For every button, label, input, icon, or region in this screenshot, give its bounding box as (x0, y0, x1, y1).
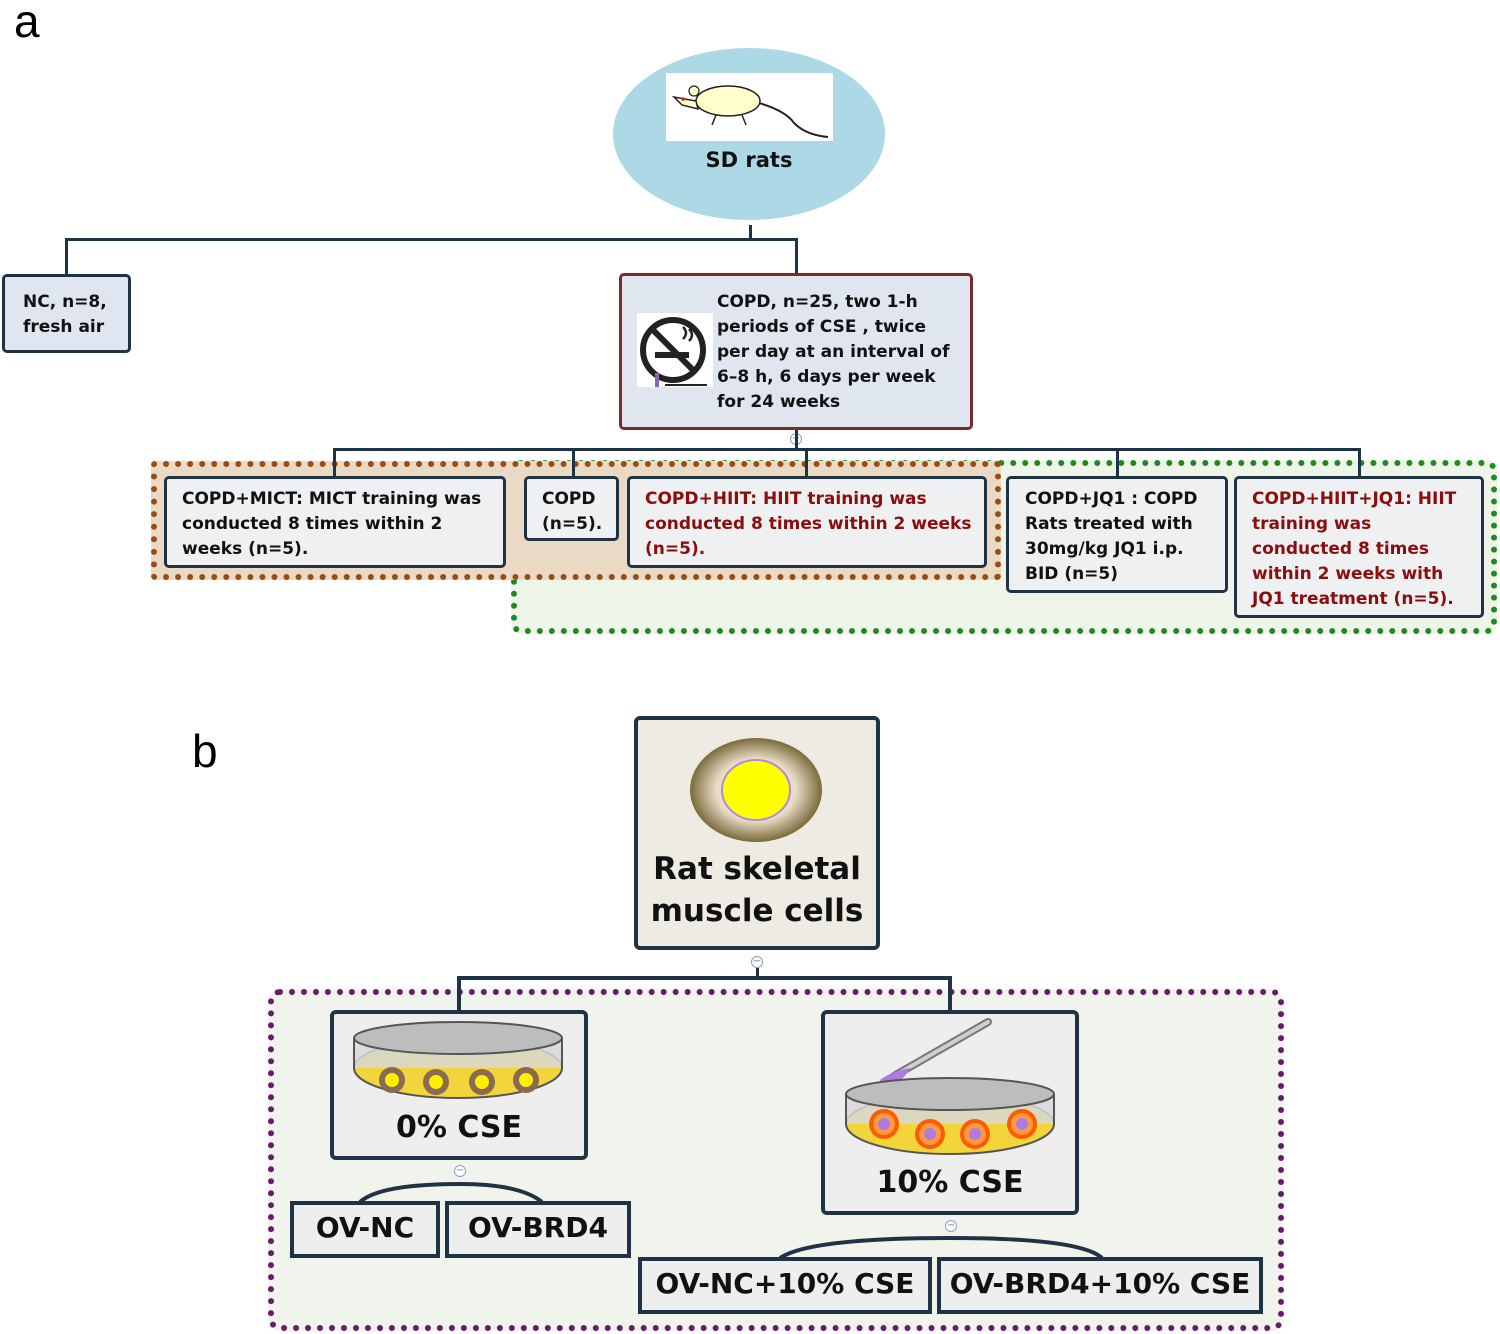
copd-hiit-jq1-box: COPD+HIIT+JQ1: HIIT training was conduct… (1234, 476, 1484, 618)
panel-b-label: b (192, 725, 218, 777)
hiit-jq1-line: JQ1 treatment (n=5). (1252, 589, 1454, 609)
nc-group-box: NC, n=8, fresh air (2, 274, 131, 353)
copd-control-box: COPD (n=5). (524, 476, 619, 541)
cell-dots (379, 1067, 539, 1095)
ov-brd4-cse-box: OV-BRD4+10% CSE (937, 1257, 1263, 1314)
mict-line: COPD+MICT: MICT training was (182, 489, 482, 509)
connector (1358, 448, 1361, 478)
no-smoking-icon (637, 313, 713, 387)
copd-line: per day at an interval of (717, 342, 950, 362)
jq1-line: Rats treated with (1025, 514, 1193, 534)
mict-line: weeks (n=5). (182, 539, 309, 559)
connector (749, 225, 752, 241)
hiit-jq1-line: within 2 weeks with (1252, 564, 1444, 584)
hiit-line: (n=5). (645, 539, 706, 559)
stressed-cell-dots (869, 1109, 1037, 1149)
skeletal-muscle-cells-label: Rat skeletal muscle cells (634, 848, 880, 932)
hiit-jq1-line: conducted 8 times (1252, 539, 1430, 559)
collapse-toggle[interactable]: − (454, 1165, 466, 1177)
connector (795, 430, 798, 450)
mict-line: conducted 8 times within 2 (182, 514, 443, 534)
copd-line: 6–8 h, 6 days per week (717, 367, 936, 387)
copd-line: periods of CSE , twice (717, 317, 926, 337)
ov-brd4-box: OV-BRD4 (445, 1201, 631, 1258)
root-line: Rat skeletal (653, 851, 861, 887)
panel-a-label: a (14, 0, 40, 47)
connector (65, 238, 798, 241)
hiit-line: COPD+HIIT: HIIT training was (645, 489, 927, 509)
sd-rats-label: SD rats (705, 148, 793, 172)
nc-line-2: fresh air (23, 317, 105, 337)
connector (572, 448, 575, 478)
jq1-line: BID (n=5) (1025, 564, 1119, 584)
collapse-toggle[interactable]: − (751, 956, 763, 968)
root-line: muscle cells (650, 893, 864, 929)
connector (805, 448, 808, 478)
connector (65, 238, 68, 275)
ov-nc-cse-box: OV-NC+10% CSE (638, 1257, 932, 1314)
rat-image (666, 73, 833, 141)
nc-line-1: NC, n=8, (23, 292, 107, 312)
jq1-line: COPD+JQ1 : COPD (1025, 489, 1198, 509)
collapse-toggle[interactable]: − (945, 1220, 957, 1232)
copd-control-line: COPD (542, 489, 596, 509)
copd-model-box: COPD, n=25, two 1-h periods of CSE , twi… (619, 273, 973, 430)
connector (333, 448, 1361, 451)
culture-dish-icon (350, 1018, 568, 1102)
culture-dish-pipette-icon (840, 1018, 1062, 1158)
copd-line: for 24 weeks (717, 392, 841, 412)
connector (795, 238, 798, 275)
copd-mict-box: COPD+MICT: MICT training was conducted 8… (164, 476, 506, 568)
copd-jq1-box: COPD+JQ1 : COPD Rats treated with 30mg/k… (1006, 476, 1228, 593)
connector (948, 976, 952, 1012)
connector (333, 448, 336, 478)
copd-control-line: (n=5). (542, 514, 603, 534)
cell-icon (689, 738, 825, 844)
copd-line: COPD, n=25, two 1-h (717, 292, 918, 312)
ten-cse-label: 10% CSE (876, 1165, 1024, 1200)
jq1-line: 30mg/kg JQ1 i.p. (1025, 539, 1184, 559)
zero-cse-label: 0% CSE (395, 1110, 523, 1145)
leaf-connectors (358, 1181, 1104, 1260)
connector (1116, 448, 1119, 478)
connector (457, 976, 461, 1012)
ov-nc-box: OV-NC (290, 1201, 440, 1258)
copd-hiit-box: COPD+HIIT: HIIT training was conducted 8… (627, 476, 987, 568)
connector (756, 968, 759, 979)
connector (457, 976, 952, 980)
hiit-jq1-line: COPD+HIIT+JQ1: HIIT (1252, 489, 1457, 509)
rat-icon (671, 85, 829, 138)
hiit-line: conducted 8 times within 2 weeks (645, 514, 972, 534)
hiit-jq1-line: training was (1252, 514, 1372, 534)
